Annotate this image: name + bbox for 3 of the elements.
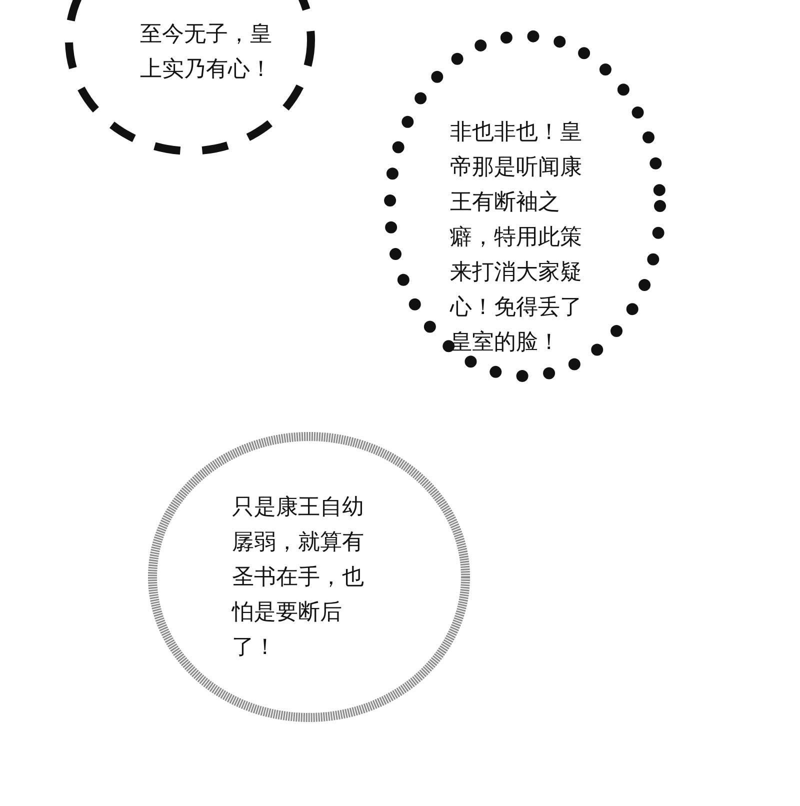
bubble-text: 只是康王自幼孱弱，就算有圣书在手，也怕是要断后了！ xyxy=(232,494,365,662)
bubble-text: 非也非也！皇帝那是听闻康王有断袖之癖，特用此策来打消大家疑心！免得丢了皇室的脸！ xyxy=(450,119,583,357)
bubble-text: 至今无子，皇上实乃有心！ xyxy=(140,21,273,84)
